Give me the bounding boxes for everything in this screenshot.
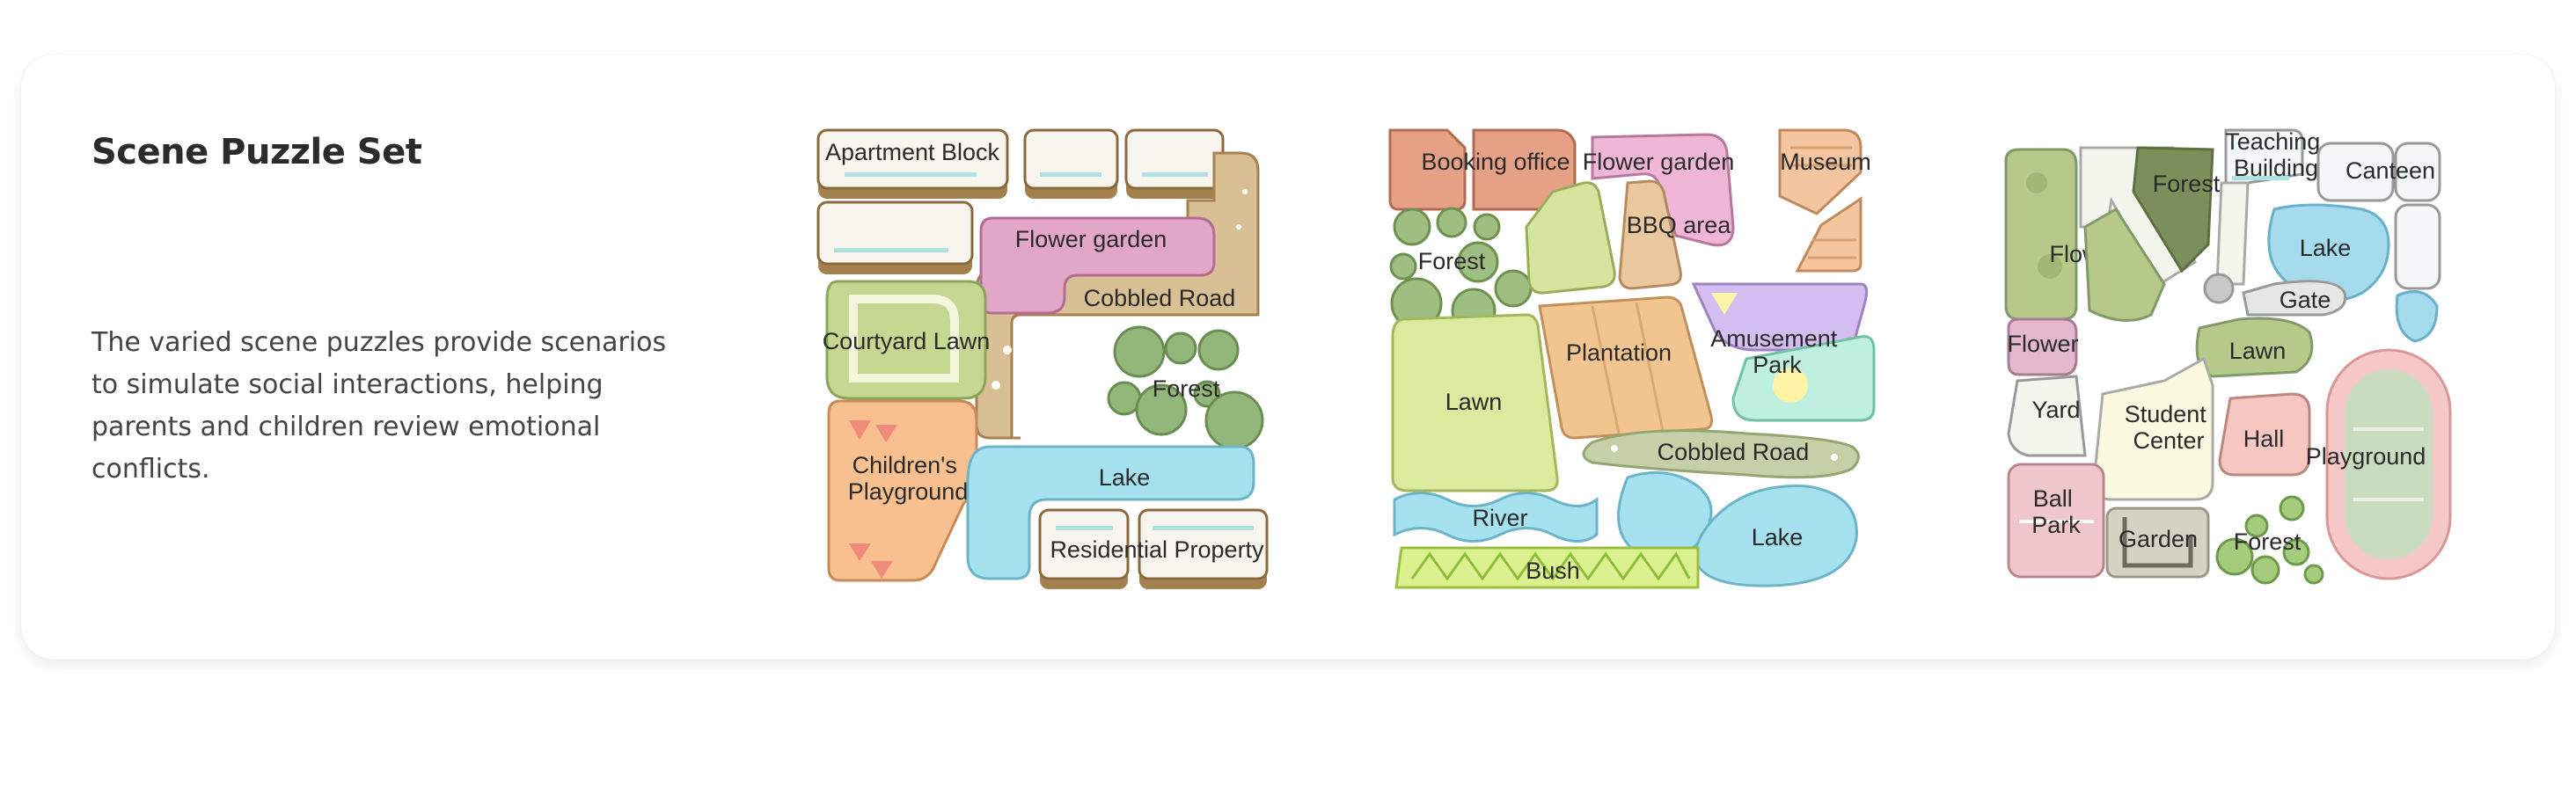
lake-label-2: Lake	[1752, 524, 1804, 550]
childrens-playground-label: Children's Playground	[848, 452, 969, 505]
canteen-label: Canteen	[2345, 157, 2435, 184]
residential-property-label: Residential Property	[1050, 536, 1264, 563]
forest-label: Forest	[1153, 375, 1220, 402]
flower-garden-label-2: Flower garden	[1583, 149, 1735, 175]
river-label: River	[1472, 505, 1527, 531]
residential-scene-puzzle: Apartment Block Cobbled Road Flower gard…	[816, 128, 1269, 589]
lawn-label-3: Lawn	[2229, 338, 2287, 364]
flower-label: Flower	[2007, 331, 2078, 357]
amusement-park-label: Amusement Park	[1710, 325, 1844, 378]
section-description: The varied scene puzzles provide scenari…	[91, 327, 667, 485]
section-title: Scene Puzzle Set	[91, 132, 422, 172]
garden-label: Garden	[2119, 526, 2198, 552]
forest-top-label: Forest	[2153, 171, 2221, 197]
lawn-label: Lawn	[1445, 389, 1503, 415]
yard-label: Yard	[2031, 397, 2080, 423]
teaching-building-label: Teaching Building	[2225, 128, 2327, 181]
flower-garden-label: Flower garden	[1015, 226, 1167, 252]
campus-scene-puzzle: Flower Forest Teaching Building Canteen …	[2004, 128, 2452, 585]
museum-label: Museum	[1780, 149, 1871, 175]
booking-office-label: Booking office	[1421, 149, 1570, 175]
park-scene-puzzle: Booking office Flower garden Museum Fore…	[1388, 128, 1876, 589]
bbq-area-label: BBQ area	[1627, 212, 1732, 238]
plantation-label: Plantation	[1566, 339, 1672, 366]
apartment-block-label: Apartment Block	[825, 139, 1000, 165]
playground-label: Playground	[2306, 443, 2426, 470]
courtyard-lawn-label: Courtyard Lawn	[823, 328, 991, 354]
ball-park-label: Ball Park	[2031, 485, 2081, 538]
hall-label: Hall	[2243, 426, 2285, 452]
cobbled-road-label-2: Cobbled Road	[1658, 439, 1810, 465]
forest-label-2: Forest	[1418, 248, 1486, 274]
gate-label: Gate	[2280, 287, 2331, 313]
lake-label-3: Lake	[2300, 235, 2352, 261]
cobbled-road-label: Cobbled Road	[1084, 285, 1236, 311]
forest-label-3: Forest	[2234, 529, 2302, 555]
lake-label: Lake	[1099, 464, 1151, 491]
student-center-label: Student Center	[2125, 401, 2214, 454]
bush-label: Bush	[1526, 558, 1580, 584]
